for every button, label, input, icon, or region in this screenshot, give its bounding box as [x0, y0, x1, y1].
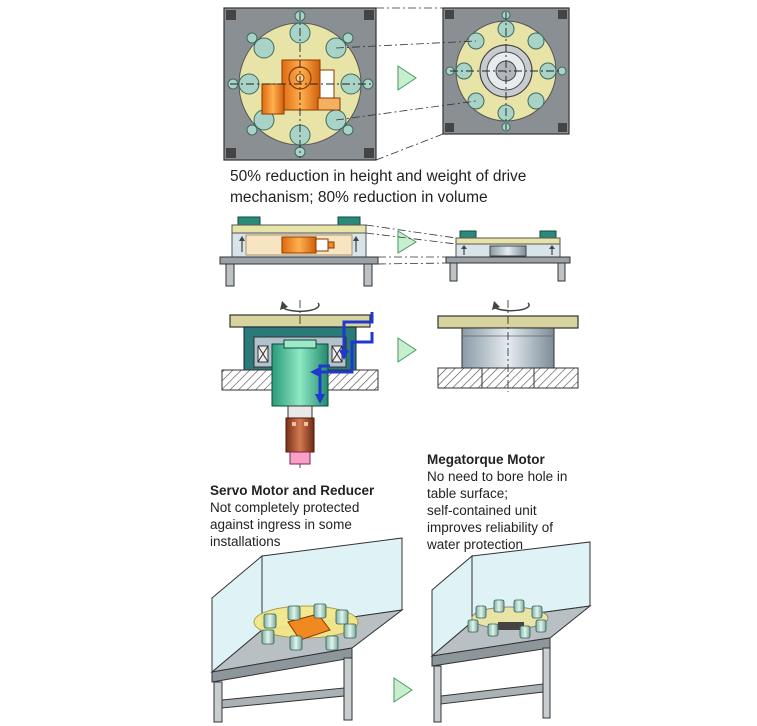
iso-view-servo [210, 537, 404, 723]
section-view-megatorque [437, 300, 579, 392]
compare-arrow-2 [397, 230, 417, 254]
servo-title: Servo Motor and Reducer [210, 483, 375, 498]
top-view-servo [223, 7, 377, 161]
side-view-servo [219, 216, 379, 287]
iso-view-megatorque [430, 541, 592, 723]
compare-arrow-4 [393, 677, 413, 703]
top-view-megatorque [442, 7, 570, 135]
megatorque-title: Megatorque Motor [427, 452, 545, 467]
side-view-megatorque [445, 230, 571, 282]
compare-arrow-3 [397, 337, 417, 363]
megatorque-label-block: Megatorque Motor No need to bore hole in… [427, 451, 607, 553]
projection-lines-2 [365, 224, 457, 265]
caption-line-1: 50% reduction in height and weight of dr… [230, 168, 527, 185]
comparison-caption: 50% reduction in height and weight of dr… [230, 166, 610, 208]
servo-label-block: Servo Motor and Reducer Not completely p… [210, 482, 410, 550]
servo-description: Not completely protected against ingress… [210, 500, 360, 549]
section-view-servo [221, 300, 379, 470]
projection-lines-1 [335, 7, 477, 161]
megatorque-description: No need to bore hole in table surface; s… [427, 469, 568, 552]
caption-line-2: mechanism; 80% reduction in volume [230, 189, 488, 206]
compare-arrow-1 [397, 65, 417, 91]
ingress-flow-arrows [318, 312, 374, 396]
